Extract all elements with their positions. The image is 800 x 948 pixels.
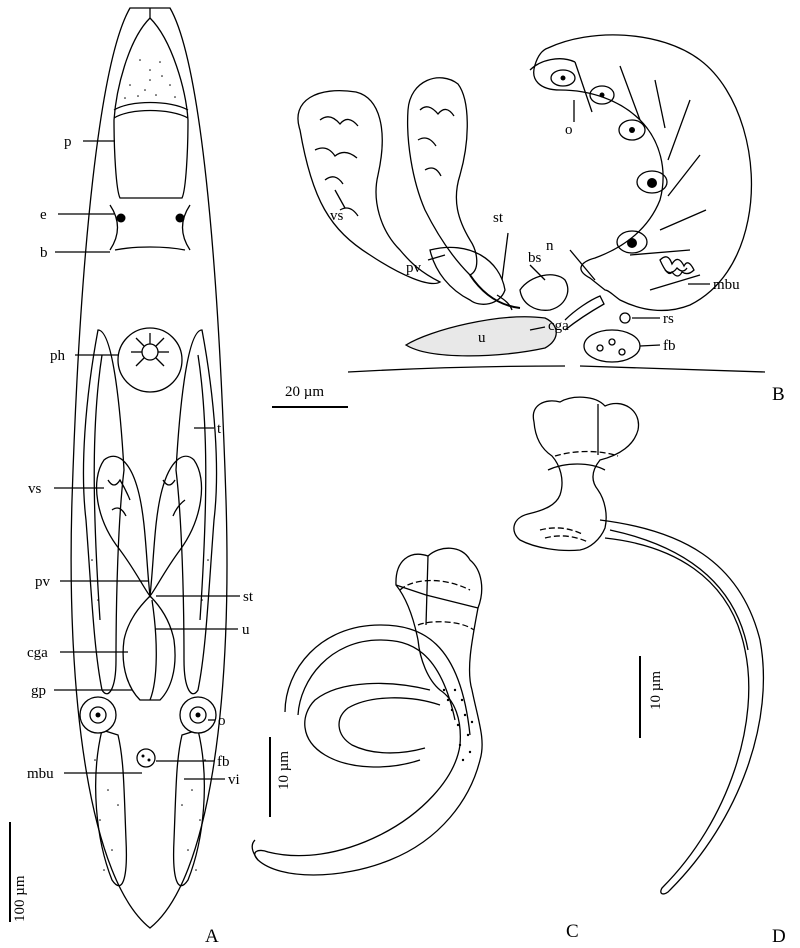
panel-letter-d: D — [772, 926, 786, 947]
panel-b-drawing — [297, 34, 766, 373]
label-b-fb: fb — [663, 338, 676, 354]
label-a-t: t — [217, 421, 222, 437]
panel-letter-b: B — [772, 384, 785, 405]
panel-a-labels: p e b ph t vs pv st u cga gp o mbu fb vi… — [9, 134, 254, 947]
label-a-u: u — [242, 622, 250, 638]
label-b-n: n — [546, 238, 554, 254]
label-a-ph: ph — [50, 348, 66, 364]
label-a-st: st — [243, 589, 254, 605]
label-a-cga: cga — [27, 645, 48, 661]
label-b-o: o — [565, 122, 573, 138]
scale-label-a: 100 µm — [12, 875, 28, 922]
panel-d-labels: 10 µm D — [639, 656, 786, 947]
eye-left — [116, 213, 126, 223]
panel-d-drawing — [513, 396, 765, 895]
label-b-rs: rs — [663, 311, 674, 327]
label-a-e: e — [40, 207, 47, 223]
scale-label-b: 20 µm — [285, 384, 324, 400]
panel-c-drawing — [251, 547, 483, 876]
label-b-pv: pv — [406, 260, 422, 276]
panel-c-labels: 10 µm C — [269, 737, 579, 942]
label-b-mbu: mbu — [713, 277, 740, 293]
label-b-u: u — [478, 330, 486, 346]
ovary-nuclei — [550, 69, 668, 254]
label-a-vs: vs — [28, 481, 42, 497]
label-b-st: st — [493, 210, 504, 226]
label-a-o: o — [218, 713, 226, 729]
stipple-c — [442, 688, 474, 762]
label-b-vs: vs — [330, 208, 344, 224]
label-a-b: b — [40, 245, 48, 261]
label-a-fb: fb — [217, 754, 230, 770]
uterus — [404, 316, 557, 357]
panel-a-drawing — [70, 7, 228, 929]
eye-right — [175, 213, 185, 223]
panel-b-labels: o vs st n bs mbu pv rs cga u fb 20 µm B — [272, 100, 785, 408]
label-a-p: p — [64, 134, 72, 150]
label-b-bs: bs — [528, 250, 542, 266]
panel-letter-c: C — [566, 921, 579, 942]
label-a-pv: pv — [35, 574, 51, 590]
label-b-cga: cga — [548, 318, 569, 334]
label-a-gp: gp — [31, 683, 46, 699]
label-a-mbu: mbu — [27, 766, 54, 782]
scale-label-c: 10 µm — [276, 751, 292, 790]
label-a-vi: vi — [228, 772, 240, 788]
panel-letter-a: A — [205, 926, 219, 947]
scale-label-d: 10 µm — [648, 671, 664, 710]
